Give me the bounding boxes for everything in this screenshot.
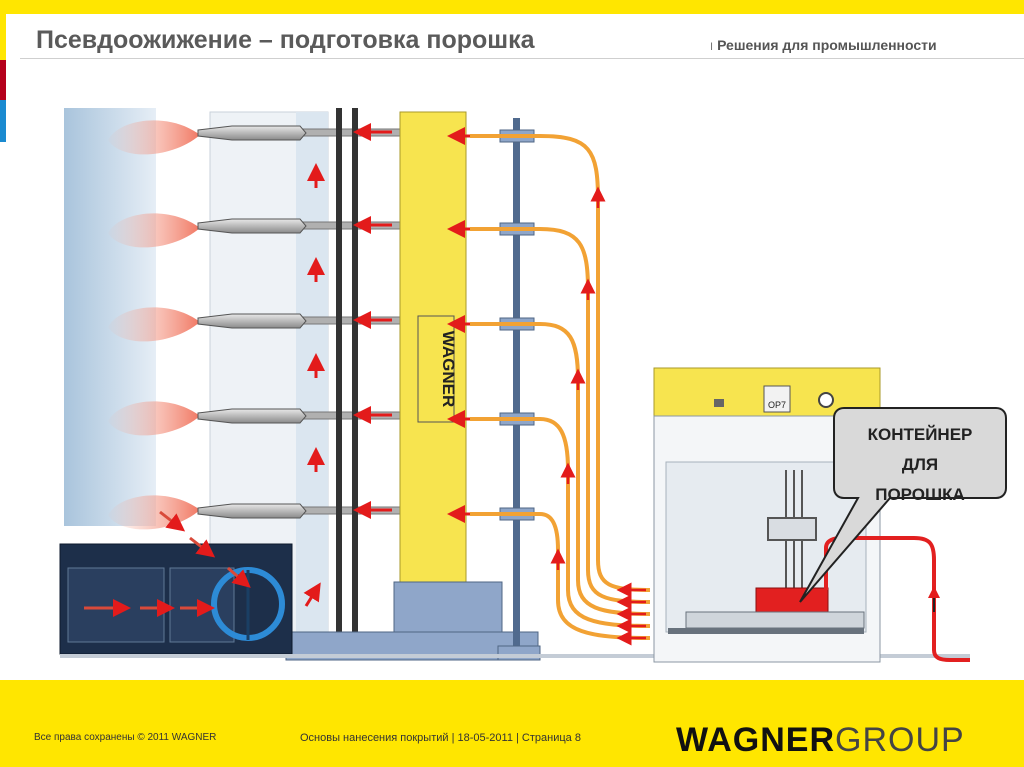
suction-lances [767,470,817,600]
panel-switch [714,399,724,407]
spray-guns [197,125,403,519]
logo-group-text: GROUP [835,721,965,759]
airflow-up-arrows [303,163,325,607]
floor-line [60,654,970,658]
tower-brand: WAGNER [439,331,458,408]
tower-base [393,581,503,635]
callout-line-2: ДЛЯ [901,455,939,474]
gun-feed-arrows [353,123,392,519]
panel-display: OP7 [768,400,786,410]
hose-up-arrows [550,186,606,570]
gun-holder-post [336,108,342,648]
container-tray [685,611,865,629]
subtitle-separator: I [710,41,714,53]
logo-wagner-text: WAGNER [676,721,835,759]
panel-knob [818,392,834,408]
subtitle-text: Решения для промышленности [717,37,937,53]
fluidization-diagram: WAGNER [59,108,1007,663]
hose-inlet-arrows [616,582,646,646]
booth-chamber-glass [296,112,328,632]
accent-red-stripe [0,60,6,100]
powder-hoses [470,134,651,640]
spray-plumes [108,120,200,530]
duct-flow-arrows [84,510,251,617]
callout-line-3: ПОРОШКА [875,485,965,504]
accent-yellow-stripe [0,14,6,60]
callout-label: КОНТЕЙНЕР ДЛЯ ПОРОШКА [834,420,1006,510]
accent-blue-stripe [0,100,6,142]
top-yellow-bar [0,0,1024,14]
return-hose [824,536,970,662]
gun-holder-post-2 [352,108,358,648]
callout-bubble [799,407,1007,603]
header-divider [20,58,1024,59]
control-panel [763,385,791,413]
hose-mast [513,118,520,658]
page-title: Псевдоожижение – подготовка порошка [36,26,535,54]
footer-band [0,680,1024,767]
tower-label-box [417,315,455,423]
footer-meta: Основы нанесения покрытий | 18-05-2011 |… [300,732,581,744]
powder-container [755,587,829,617]
cabinet-base [668,628,864,634]
callout-line-1: КОНТЕЙНЕР [867,425,973,444]
footer-copyright: Все права сохранены © 2011 WAGNER [34,732,217,743]
duct-panel [67,567,165,643]
